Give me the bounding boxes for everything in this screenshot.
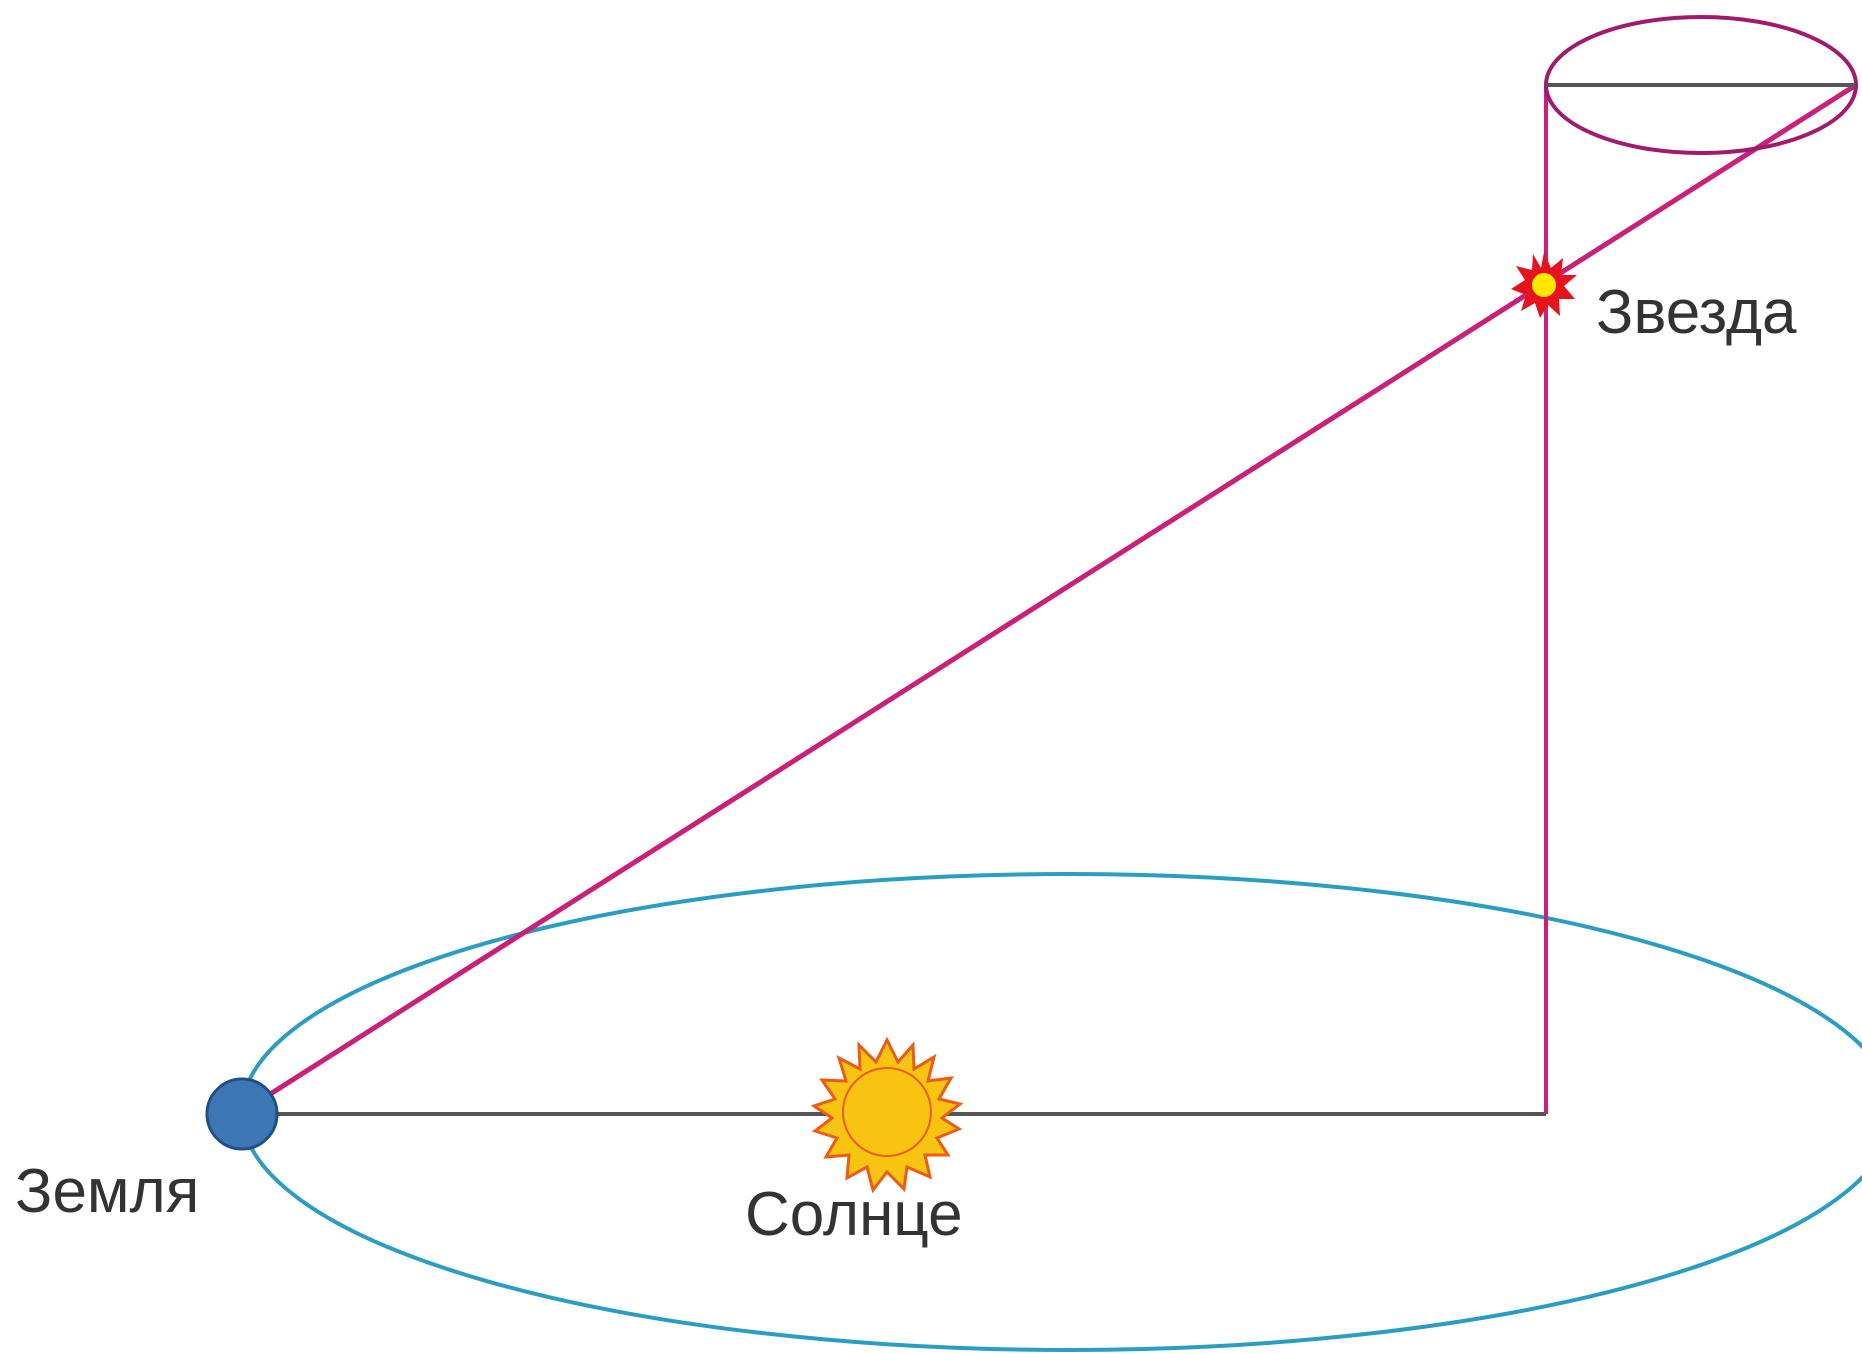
star-icon (1511, 252, 1577, 318)
sun-label: Солнце (745, 1180, 963, 1249)
earth-label: Земля (15, 1157, 199, 1226)
star-label: Звезда (1596, 278, 1797, 347)
earth-globe (207, 1079, 277, 1149)
sun-icon (814, 1040, 960, 1190)
diagonal-sightline (242, 85, 1856, 1112)
